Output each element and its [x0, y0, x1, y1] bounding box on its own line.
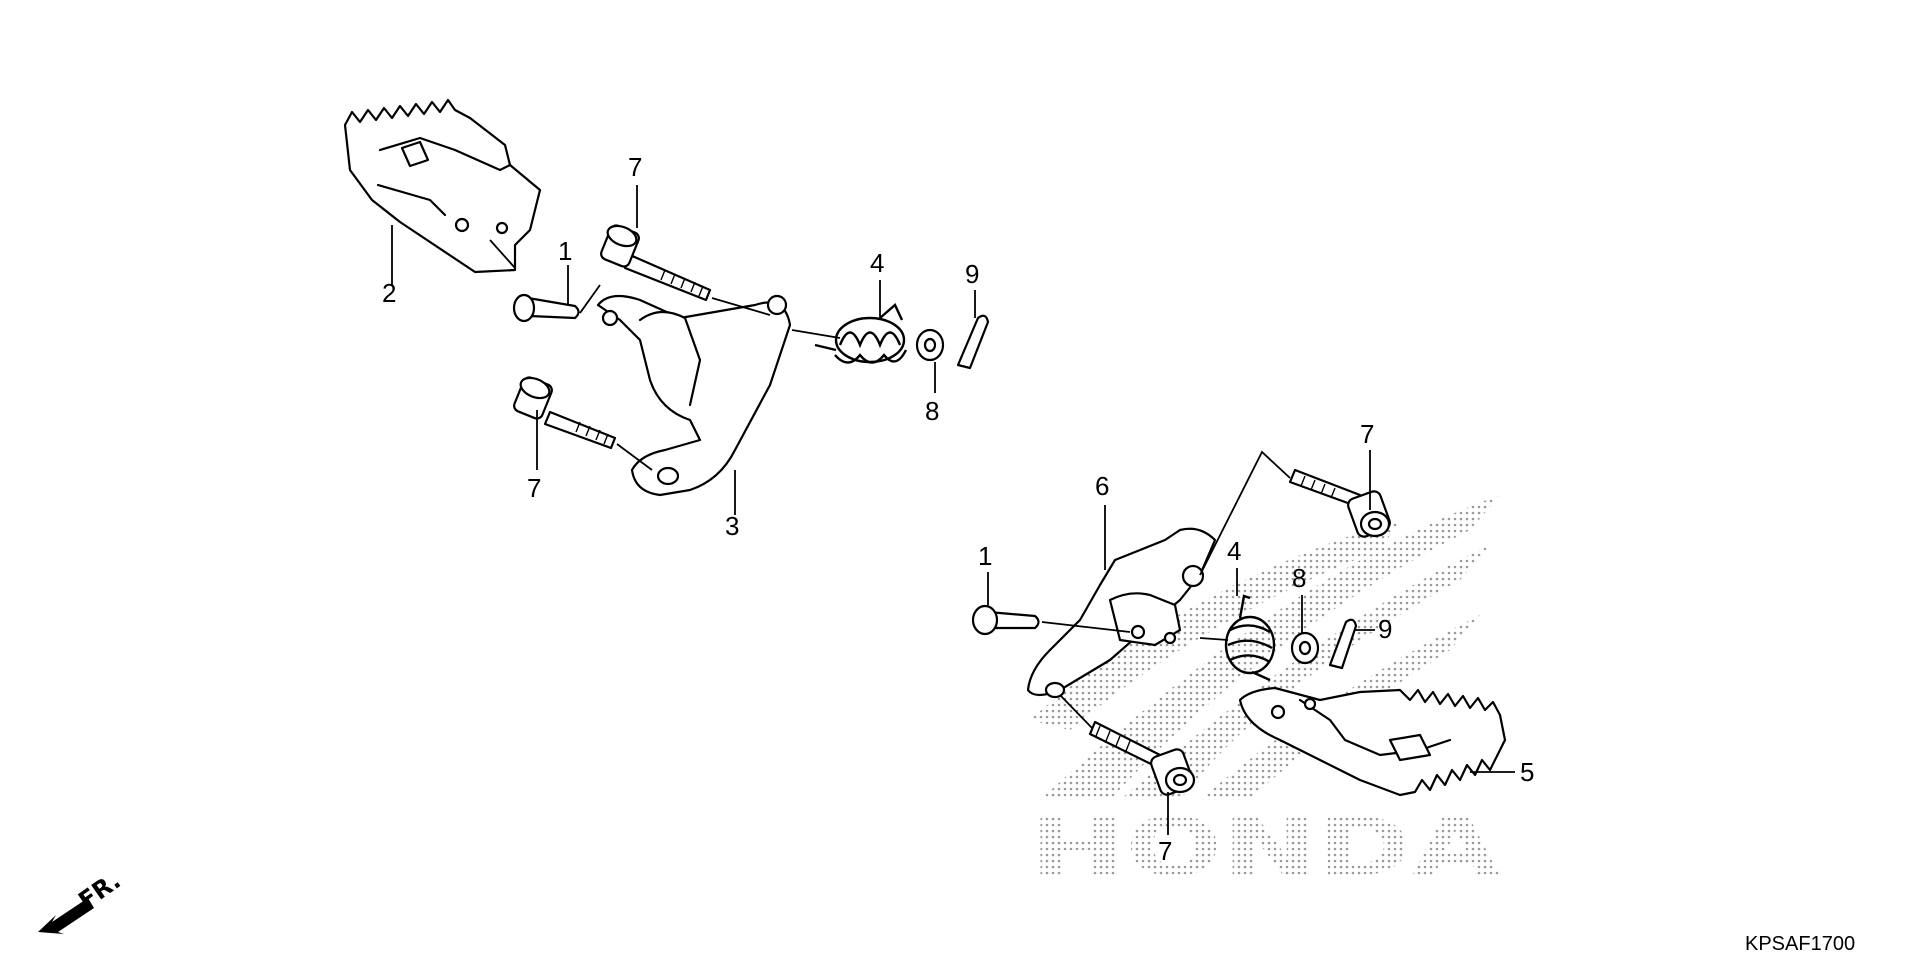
callout-8-lower: 8 — [1292, 563, 1306, 593]
callout-9-lower: 9 — [1378, 614, 1392, 644]
callout-9-upper: 9 — [965, 259, 979, 289]
callout-7-lower-top: 7 — [1360, 419, 1374, 449]
bolt-lower-bottom — [1059, 694, 1196, 796]
pin-lower — [971, 604, 1131, 636]
honda-watermark-text: HONDA — [1030, 801, 1500, 894]
footpeg-lower — [1238, 686, 1507, 797]
callout-2: 2 — [382, 278, 396, 308]
callout-numbers: 1 2 3 4 7 7 8 9 1 6 4 8 9 7 7 5 — [382, 152, 1534, 866]
front-direction-indicator: FR. — [38, 866, 126, 934]
callout-3: 3 — [725, 511, 739, 541]
callout-1-upper: 1 — [558, 236, 572, 266]
cotter-pin-lower — [1328, 618, 1358, 670]
spring-upper — [791, 303, 908, 364]
callout-4-lower: 4 — [1227, 536, 1241, 566]
washer-upper — [915, 328, 945, 362]
callout-4-upper: 4 — [870, 248, 884, 278]
bolt-upper-lower — [513, 376, 653, 471]
callout-5: 5 — [1520, 757, 1534, 787]
front-arrow-icon — [38, 898, 94, 934]
pin-upper — [512, 284, 601, 323]
callout-7-lower-bottom: 7 — [1158, 836, 1172, 866]
callout-6: 6 — [1095, 471, 1109, 501]
spring-lower — [1199, 594, 1276, 682]
leader-lines-lower — [987, 450, 1515, 835]
footpeg-upper — [343, 98, 542, 274]
callout-8-upper: 8 — [925, 396, 939, 426]
bracket-lower — [1026, 527, 1217, 699]
cotter-pin-upper — [956, 314, 990, 370]
callout-1-lower: 1 — [978, 541, 992, 571]
figure-code: KPSAF1700 — [1745, 933, 1855, 955]
bracket-upper — [596, 294, 792, 497]
bolt-upper-top — [600, 224, 771, 316]
callout-7-upper-top: 7 — [628, 152, 642, 182]
leader-lines-upper — [391, 185, 976, 515]
callout-7-upper-lower: 7 — [527, 473, 541, 503]
washer-lower — [1290, 631, 1320, 665]
bolt-lower-top — [1199, 450, 1391, 576]
